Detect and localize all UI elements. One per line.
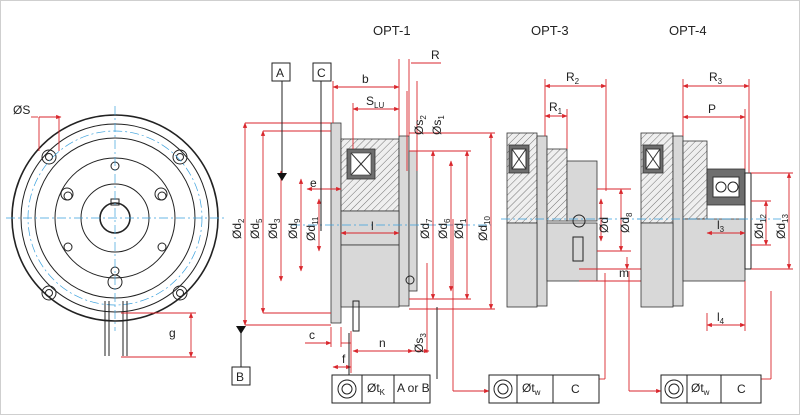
dim-f: f [342, 352, 346, 366]
dim-r2: R2 [566, 70, 580, 86]
datum-c: C [317, 66, 326, 80]
dim-r: R [431, 48, 440, 62]
tolerance-frame-3: Øtw C [660, 374, 762, 404]
dim-d13: Ød13 [774, 214, 790, 239]
dim-slu: SLU [366, 94, 384, 110]
title-opt1: OPT-1 [373, 23, 411, 38]
frame2-symbol: Øtw [522, 381, 541, 397]
tolerance-frame-1: ØtK A or B [331, 374, 431, 404]
datum-b: B [236, 370, 244, 384]
dim-d12: Ød12 [752, 214, 768, 239]
dim-s2: Øs2 [412, 115, 428, 135]
frame2-ref: C [571, 382, 580, 396]
dim-d8: Ød8 [618, 212, 634, 233]
dim-d5: Ød5 [248, 218, 264, 239]
concentricity-icon [664, 379, 684, 399]
tolerance-frame-2: Øtw C [488, 374, 600, 404]
dim-d11: Ød11 [304, 216, 320, 241]
dim-m: m [619, 266, 629, 280]
dim-r1: R1 [549, 100, 563, 116]
opt1-section [236, 59, 495, 379]
frame1-ref: A or B [397, 381, 430, 395]
opt3-section [452, 79, 641, 394]
dim-b: b [362, 72, 369, 86]
title-opt3: OPT-3 [531, 23, 569, 38]
dim-d2: Ød2 [230, 218, 246, 239]
dim-s3: Øs3 [412, 333, 428, 353]
dim-l: l [371, 219, 374, 233]
dim-e: e [310, 176, 317, 190]
dim-l4: l4 [717, 310, 725, 326]
dim-c: c [309, 328, 315, 342]
dim-s1: Øs1 [430, 115, 446, 135]
front-view [6, 106, 226, 358]
dim-d: Ød [597, 217, 611, 233]
dim-g: g [169, 326, 176, 340]
dim-d9: Ød9 [286, 218, 302, 239]
dim-os: ØS [13, 103, 30, 117]
dim-d6: Ød6 [436, 218, 452, 239]
datum-box-c [312, 62, 332, 82]
datum-a: A [276, 66, 284, 80]
dim-d3: Ød3 [266, 218, 282, 239]
datum-box-a [271, 62, 291, 82]
dim-r3: R3 [709, 70, 723, 86]
concentricity-icon [493, 379, 513, 399]
dim-l3: l3 [717, 218, 725, 234]
dim-d7: Ød7 [418, 218, 434, 239]
dim-n: n [379, 336, 386, 350]
opt4-section [628, 79, 793, 394]
dim-d1: Ød1 [452, 218, 468, 239]
frame3-symbol: Øtw [691, 381, 710, 397]
datum-box-b [231, 366, 251, 386]
concentricity-icon [337, 379, 357, 399]
dim-d10: Ød10 [476, 216, 492, 241]
frame1-symbol: ØtK [367, 381, 386, 397]
frame3-ref: C [737, 382, 746, 396]
title-opt4: OPT-4 [669, 23, 707, 38]
dim-p: P [708, 102, 716, 116]
